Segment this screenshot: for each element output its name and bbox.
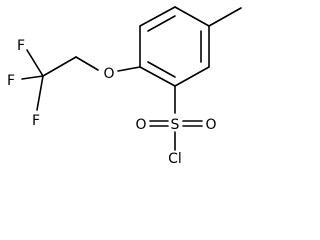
ring-bond-c4-c5 — [174, 66, 210, 87]
fluorine-atom-label: F — [32, 113, 40, 129]
ring-to-ether-oxygen-bond — [117, 66, 141, 72]
ring-bond-c5-c6 — [139, 66, 176, 87]
ch2-to-cf3-bond — [42, 56, 77, 77]
ring-bond-c2-c3 — [174, 6, 210, 27]
fluorine-atom-label: F — [7, 73, 15, 89]
chlorine-atom-label: Cl — [168, 151, 182, 167]
methyl-bond — [208, 7, 242, 27]
cf3-bond-left — [21, 75, 44, 80]
ring-double-bond-bottom — [147, 61, 176, 78]
cf3-bond-top — [26, 49, 44, 77]
ether-oxygen-to-ch2-bond — [75, 56, 99, 71]
ring-bond-c1-c2 — [139, 6, 176, 27]
cf3-bond-bottom — [36, 75, 44, 111]
fluorine-atom-label: F — [17, 38, 25, 54]
ring-double-bond-top — [147, 15, 176, 32]
ether-oxygen-atom-label: O — [103, 66, 114, 82]
sulfur-atom-label: S — [171, 117, 180, 133]
sulfonyl-oxygen-atom-label: O — [205, 117, 216, 133]
sulfonyl-oxygen-atom-label: O — [135, 117, 146, 133]
benzene-ring — [139, 6, 210, 87]
chemical-structure: F F F O S O O Cl — [7, 6, 242, 167]
